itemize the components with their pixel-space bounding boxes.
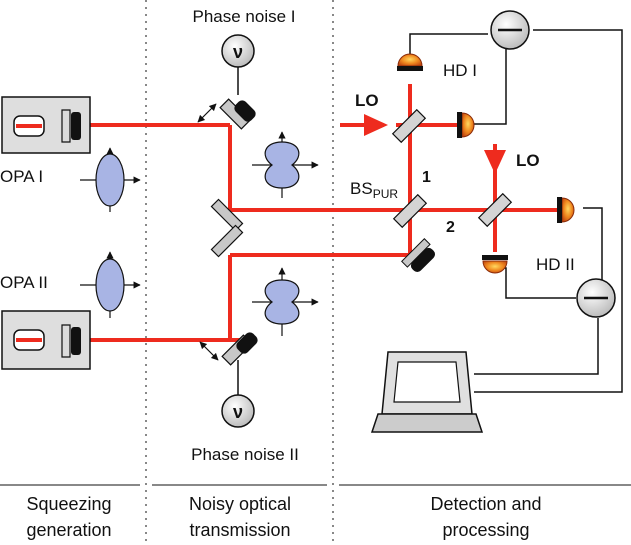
frequency-source-2: ν bbox=[221, 394, 255, 428]
squeezed-state-1 bbox=[80, 147, 141, 212]
squeezed-state-2 bbox=[80, 251, 141, 318]
section-noisy-line1: Noisy optical bbox=[189, 494, 291, 514]
section-squeezing-line1: Squeezing bbox=[26, 494, 111, 514]
bs-main-text: BS bbox=[350, 179, 373, 198]
subtractor-1 bbox=[490, 10, 530, 50]
nu-label-2: ν bbox=[233, 402, 243, 422]
bs-hd2 bbox=[477, 192, 513, 228]
noisy-state-1 bbox=[252, 131, 319, 198]
port-2-label: 2 bbox=[446, 219, 455, 236]
bs-subscript: PUR bbox=[373, 187, 399, 201]
port-1-label: 1 bbox=[422, 169, 431, 186]
section-noisy-line2: transmission bbox=[189, 520, 290, 540]
lo-arrow-2 bbox=[484, 150, 506, 174]
dump-detector bbox=[401, 238, 436, 273]
opa-1-label: OPA I bbox=[0, 167, 43, 186]
section-detection-line2: processing bbox=[442, 520, 529, 540]
phase-noise-2-label: Phase noise II bbox=[191, 445, 299, 464]
phase-noise-1-label: Phase noise I bbox=[192, 7, 295, 26]
hd-1-label: HD I bbox=[443, 61, 477, 80]
lo-label-2: LO bbox=[516, 151, 540, 170]
detector-hd2-right bbox=[557, 197, 575, 223]
lo-label-1: LO bbox=[355, 91, 379, 110]
bs-pur bbox=[392, 193, 428, 229]
section-detection-line1: Detection and bbox=[430, 494, 541, 514]
phase-mirror-1 bbox=[197, 98, 256, 130]
steering-mirror-1 bbox=[210, 198, 244, 232]
opa-2 bbox=[1, 310, 91, 370]
detector-hd1-right bbox=[457, 112, 475, 138]
subtractor-2 bbox=[576, 278, 616, 318]
detector-hd2-bottom bbox=[482, 255, 508, 274]
opa-1 bbox=[1, 96, 91, 154]
section-squeezing-line2: generation bbox=[26, 520, 111, 540]
nu-label-1: ν bbox=[233, 42, 243, 62]
opa-2-label: OPA II bbox=[0, 273, 48, 292]
lo-arrow-1 bbox=[364, 114, 388, 136]
hd-2-label: HD II bbox=[536, 255, 575, 274]
frequency-source-1: ν bbox=[221, 34, 255, 68]
computer-icon bbox=[370, 351, 484, 433]
steering-mirror-2 bbox=[210, 224, 244, 258]
phase-mirror-2 bbox=[199, 332, 258, 366]
detector-hd1-top bbox=[397, 53, 423, 71]
bs-hd1 bbox=[391, 108, 427, 144]
noisy-state-2 bbox=[252, 267, 319, 336]
bs-pur-label: BSPUR bbox=[350, 179, 398, 201]
